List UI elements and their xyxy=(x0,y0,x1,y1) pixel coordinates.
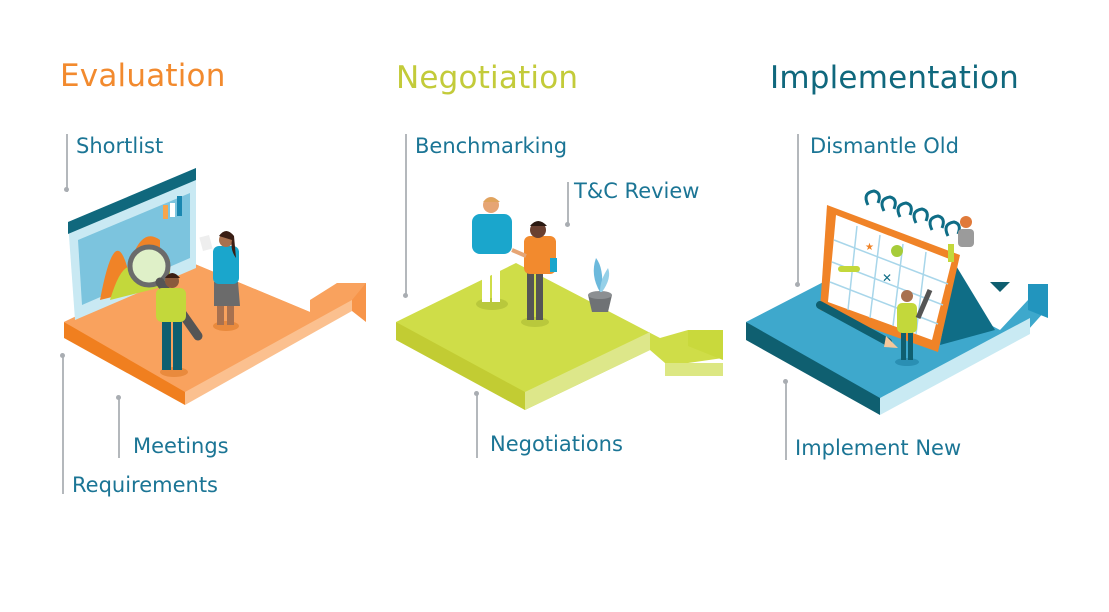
label-dismantle-old: Dismantle Old xyxy=(810,134,959,158)
person-man-evaluation xyxy=(156,273,188,377)
stage-title-negotiation: Negotiation xyxy=(396,60,579,96)
leader-line-dismantle-old xyxy=(797,134,799,286)
leader-line-benchmarking xyxy=(405,134,407,296)
leader-dot-benchmarking xyxy=(403,293,408,298)
potted-plant-icon xyxy=(588,258,612,312)
leader-dot-requirements xyxy=(60,353,65,358)
person-woman-evaluation xyxy=(199,231,240,331)
person-standing-implementation xyxy=(895,289,933,366)
leader-dot-meetings xyxy=(116,395,121,400)
pencil-icon xyxy=(816,301,898,348)
leader-dot-shortlist xyxy=(64,187,69,192)
stage-title-implementation: Implementation xyxy=(770,60,1019,96)
svg-text:✕: ✕ xyxy=(882,271,892,285)
negotiation-platform xyxy=(396,263,723,410)
leader-dot-implement-new xyxy=(783,379,788,384)
svg-text:★: ★ xyxy=(865,242,874,253)
stage-title-evaluation: Evaluation xyxy=(60,58,226,94)
leader-dot-tc-review xyxy=(565,222,570,227)
leader-line-negotiations xyxy=(476,394,478,458)
label-shortlist: Shortlist xyxy=(76,134,164,158)
person-sitting-implementation xyxy=(948,216,974,262)
leader-line-implement-new xyxy=(785,382,787,460)
label-requirements: Requirements xyxy=(72,473,218,497)
leader-line-requirements xyxy=(62,356,64,494)
leader-line-meetings xyxy=(118,398,120,458)
label-tc-review: T&C Review xyxy=(574,179,700,203)
leader-dot-negotiations xyxy=(474,391,479,396)
leader-line-tc-review xyxy=(567,182,569,226)
label-meetings: Meetings xyxy=(133,434,229,458)
label-negotiations: Negotiations xyxy=(490,432,623,456)
handshake-people-icon xyxy=(472,197,557,327)
label-benchmarking: Benchmarking xyxy=(415,134,568,158)
label-implement-new: Implement New xyxy=(795,436,962,460)
leader-line-shortlist xyxy=(66,134,68,192)
leader-dot-dismantle-old xyxy=(795,282,800,287)
